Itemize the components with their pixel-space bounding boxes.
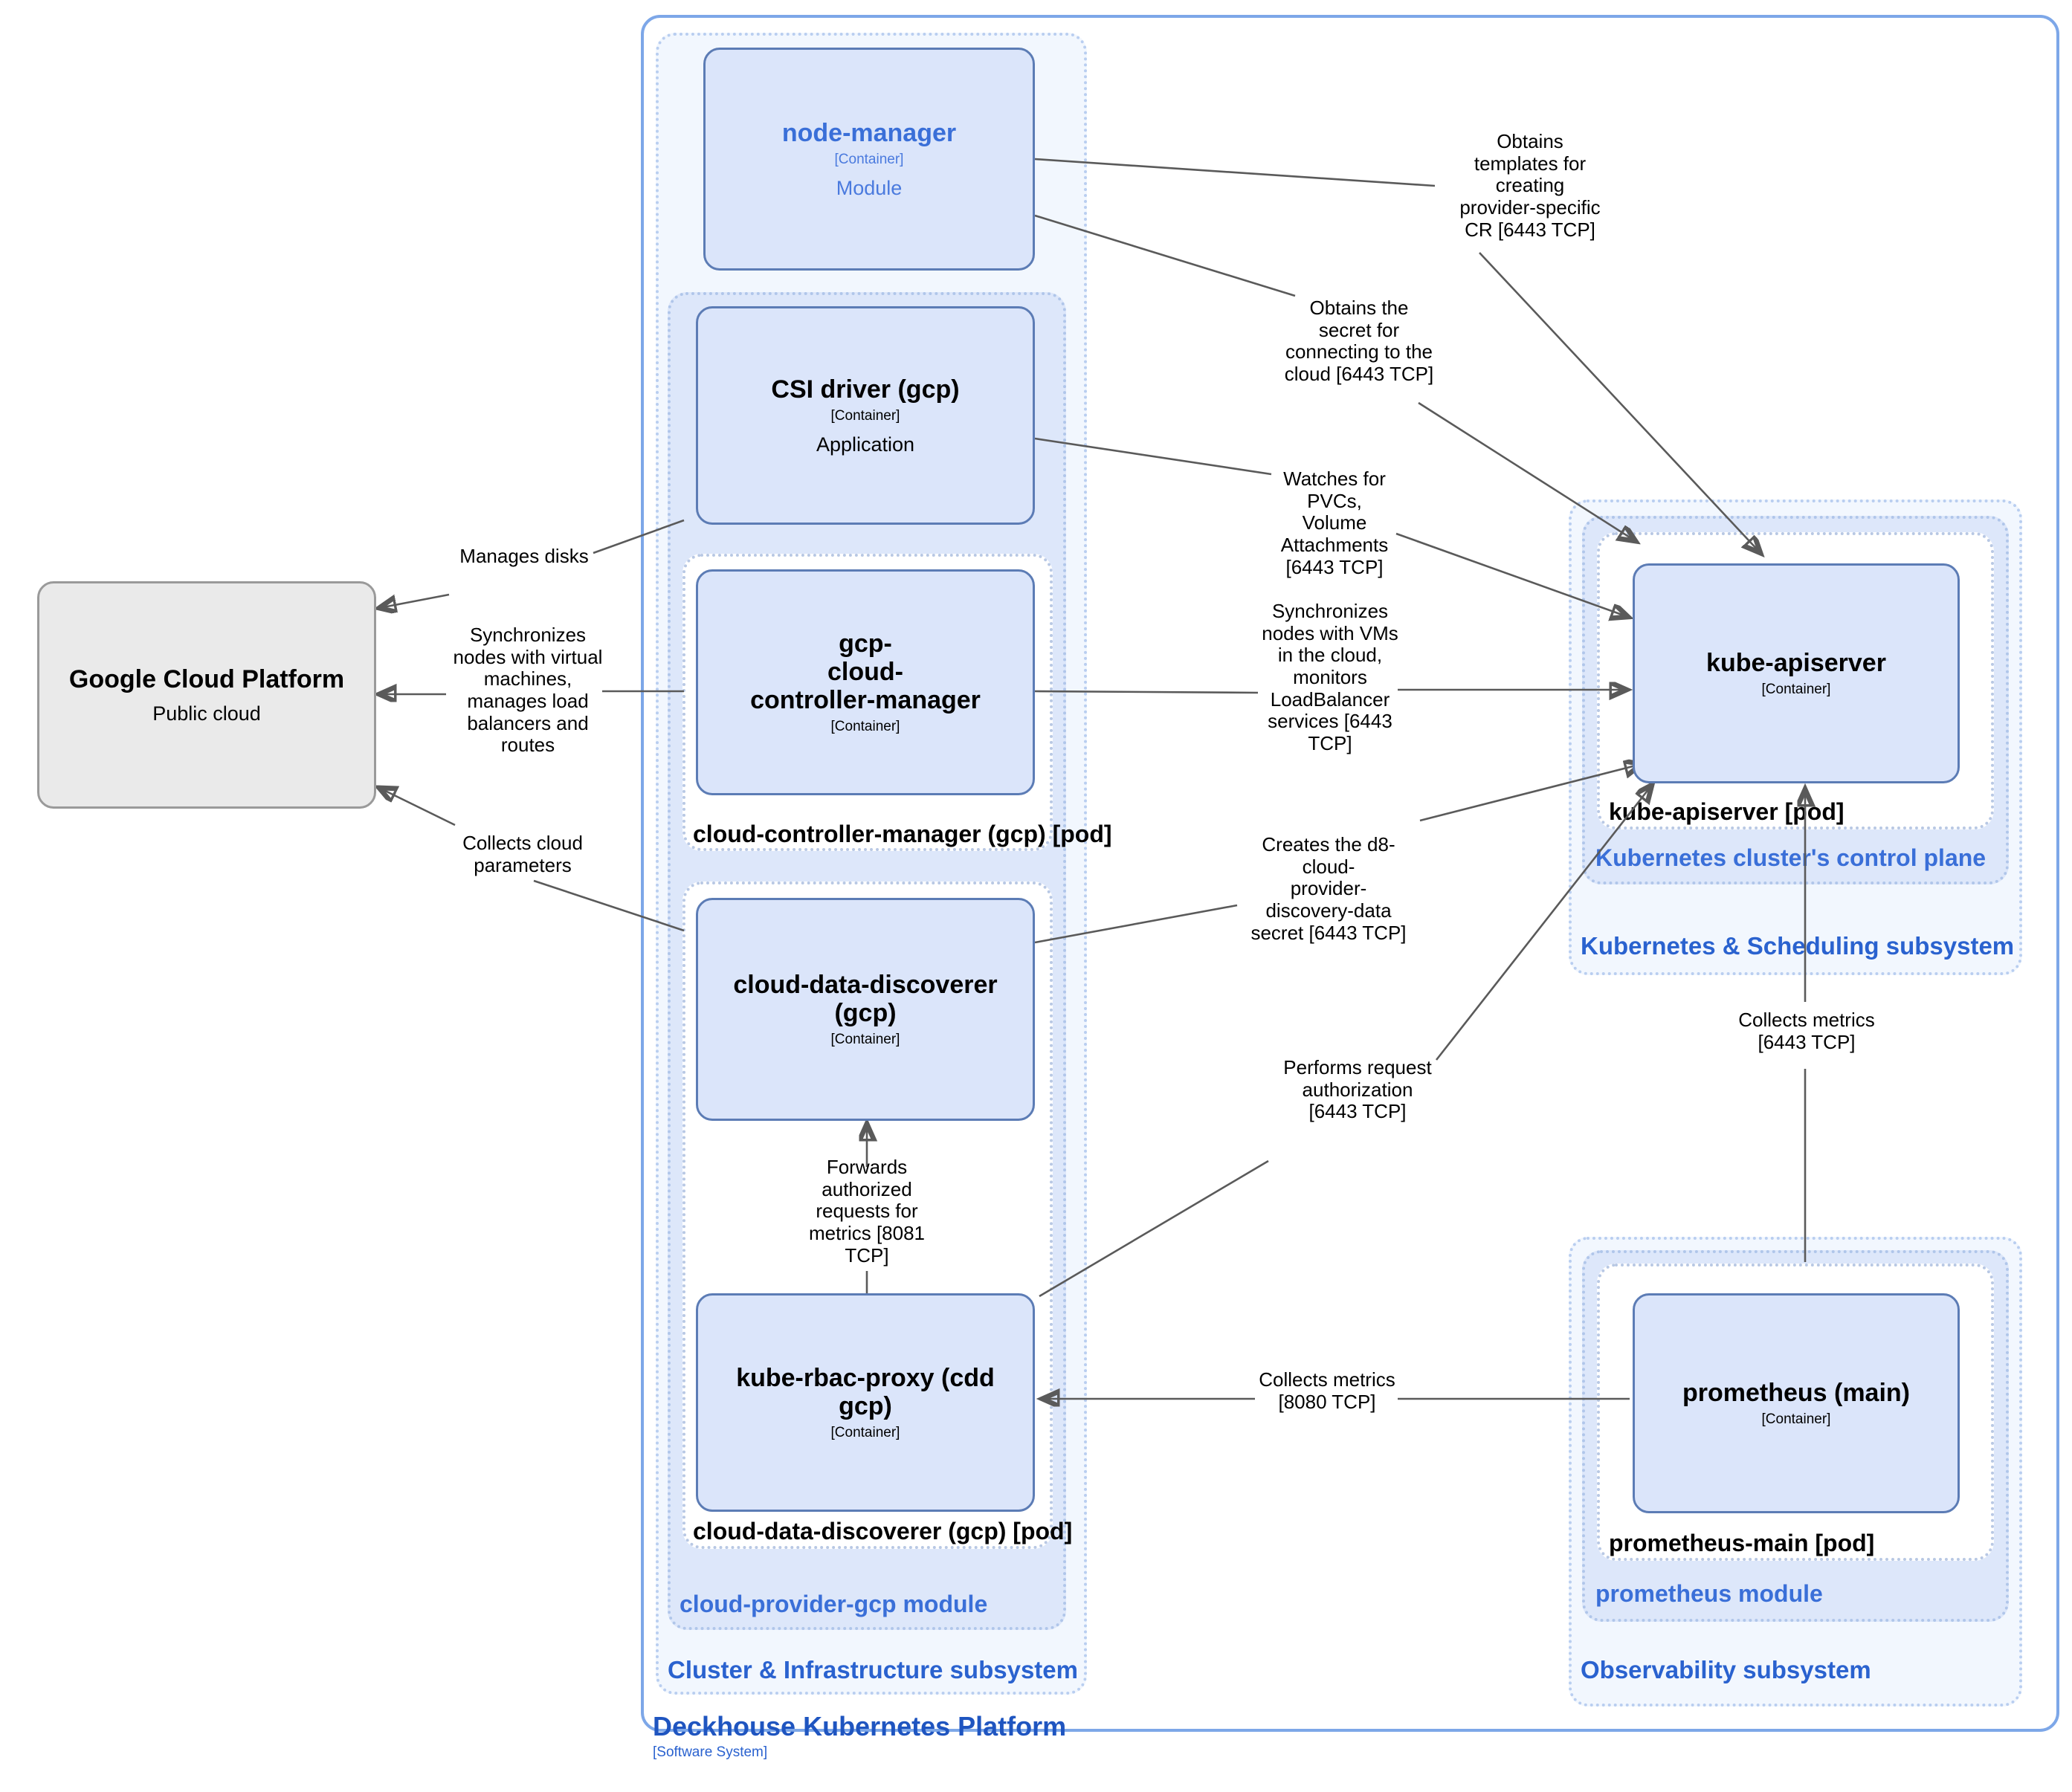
boundary-subsystem-observability-label: Observability subsystem <box>1581 1656 1871 1683</box>
boundary-subsystem-kubernetes-scheduling-label: Kubernetes & Scheduling subsystem <box>1581 932 2015 960</box>
boundary-control-plane-label: Kubernetes cluster's control plane <box>1595 844 1987 871</box>
element-gcp-cloud-controller-manager[interactable]: gcp- cloud- controller-manager [Containe… <box>696 569 1035 795</box>
element-google-cloud-platform-description: Public cloud <box>152 702 261 725</box>
edge-label-manages-disks: Manages disks <box>459 545 589 567</box>
element-kube-rbac-proxy-cdd-gcp[interactable]: kube-rbac-proxy (cdd gcp) [Container] <box>696 1293 1035 1512</box>
edge-label-synchronizes-nodes-vms: Synchronizes nodes with VMs in the cloud… <box>1262 600 1398 754</box>
element-csi-driver-gcp-description: Application <box>816 433 915 456</box>
element-node-manager-name: node-manager <box>781 118 957 147</box>
element-kube-rbac-proxy-cdd-gcp-name: kube-rbac-proxy (cdd gcp) <box>736 1363 995 1421</box>
element-google-cloud-platform[interactable]: Google Cloud Platform Public cloud <box>37 581 376 809</box>
edge-label-forwards-authorized-requests: Forwards authorized requests for metrics… <box>808 1156 926 1267</box>
element-prometheus-main-name: prometheus (main) <box>1682 1379 1911 1408</box>
element-google-cloud-platform-name: Google Cloud Platform <box>68 664 345 693</box>
element-node-manager[interactable]: node-manager [Container] Module <box>703 48 1035 271</box>
element-kube-apiserver-type: [Container] <box>1761 682 1831 698</box>
element-prometheus-main-type: [Container] <box>1761 1411 1831 1428</box>
element-node-manager-description: Module <box>836 176 903 199</box>
boundary-pod-cloud-controller-manager-label: cloud-controller-manager (gcp) [pod] <box>693 821 1112 847</box>
element-cloud-data-discoverer-gcp[interactable]: cloud-data-discoverer (gcp) [Container] <box>696 898 1035 1121</box>
boundary-module-cloud-provider-gcp-label: cloud-provider-gcp module <box>680 1591 988 1617</box>
edge-label-synchronizes-nodes-virtual-machines: Synchronizes nodes with virtual machines… <box>453 624 603 757</box>
boundary-module-prometheus-label: prometheus module <box>1595 1580 1823 1607</box>
element-cloud-data-discoverer-gcp-type: [Container] <box>830 1032 900 1048</box>
edge-label-obtains-templates: Obtains templates for creating provider-… <box>1459 130 1601 241</box>
element-gcp-cloud-controller-manager-type: [Container] <box>830 719 900 735</box>
element-gcp-cloud-controller-manager-name: gcp- cloud- controller-manager <box>750 629 981 715</box>
element-csi-driver-gcp-type: [Container] <box>830 407 900 424</box>
element-prometheus-main[interactable]: prometheus (main) [Container] <box>1633 1293 1960 1513</box>
edge-label-watches-pvcs: Watches for PVCs, Volume Attachments [64… <box>1280 468 1389 578</box>
element-node-manager-type: [Container] <box>834 151 904 167</box>
boundary-pod-prometheus-main-label: prometheus-main [pod] <box>1609 1530 1875 1556</box>
edge-label-creates-d8-secret: Creates the d8- cloud- provider- discove… <box>1250 833 1407 944</box>
element-csi-driver-gcp[interactable]: CSI driver (gcp) [Container] Application <box>696 306 1035 525</box>
edge-label-obtains-secret: Obtains the secret for connecting to the… <box>1284 297 1434 385</box>
boundary-pod-kube-apiserver-label: kube-apiserver [pod] <box>1609 798 1845 825</box>
element-kube-apiserver[interactable]: kube-apiserver [Container] <box>1633 563 1960 783</box>
element-csi-driver-gcp-name: CSI driver (gcp) <box>771 375 960 404</box>
edge-cdd-gcp-seg2 <box>379 788 456 827</box>
edge-label-collects-cloud-parameters: Collects cloud parameters <box>462 832 583 876</box>
edge-csi-disks-seg2 <box>379 595 450 608</box>
element-kube-apiserver-name: kube-apiserver <box>1706 649 1886 678</box>
element-kube-rbac-proxy-cdd-gcp-type: [Container] <box>830 1425 900 1441</box>
boundary-pod-cloud-data-discoverer-label: cloud-data-discoverer (gcp) [pod] <box>693 1518 1073 1544</box>
edge-label-performs-request-authorization: Performs request authorization [6443 TCP… <box>1283 1056 1432 1123</box>
boundary-subsystem-cluster-infrastructure-label: Cluster & Infrastructure subsystem <box>668 1656 1078 1683</box>
element-cloud-data-discoverer-gcp-name: cloud-data-discoverer (gcp) <box>733 970 998 1028</box>
boundary-software-system-type: [Software System] <box>653 1744 768 1760</box>
edge-label-collects-metrics-6443: Collects metrics [6443 TCP] <box>1738 1009 1875 1053</box>
edge-label-collects-metrics-8080: Collects metrics [8080 TCP] <box>1259 1368 1395 1413</box>
boundary-software-system-label: Deckhouse Kubernetes Platform <box>653 1711 1067 1741</box>
